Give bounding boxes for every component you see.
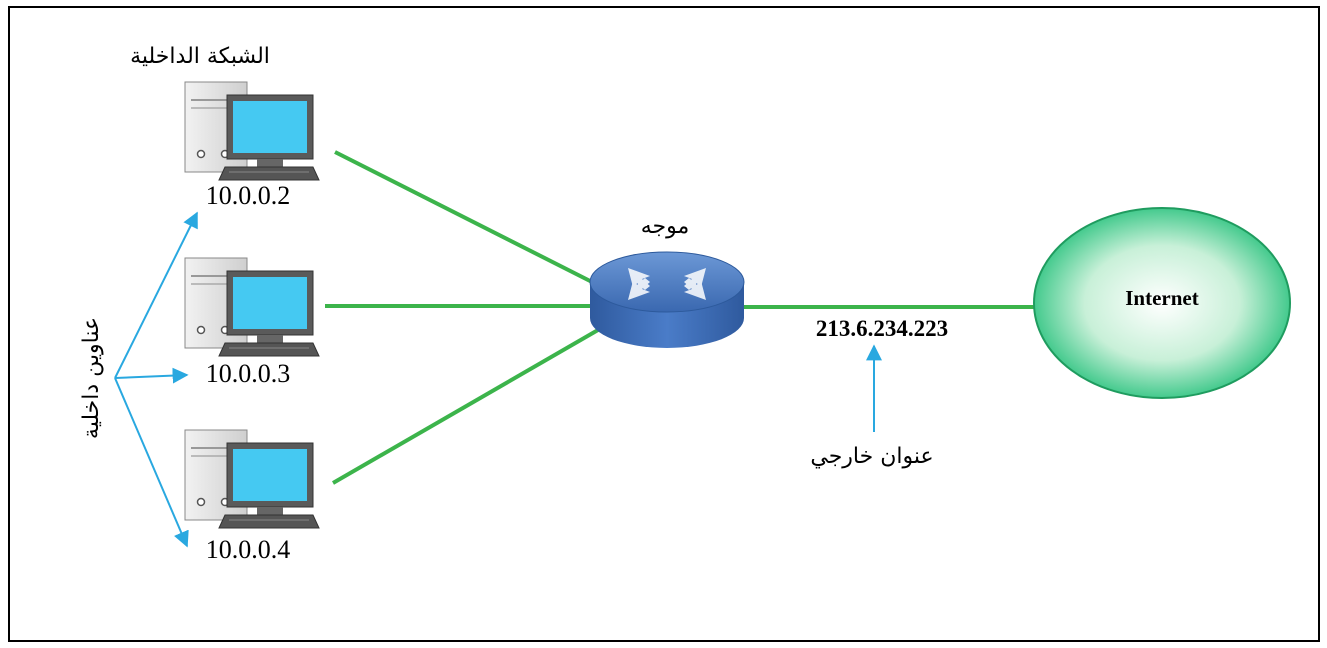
router-label: موجه <box>641 214 690 239</box>
router[interactable] <box>589 251 745 348</box>
internal-address-arrows <box>114 211 198 548</box>
link-pc1-router <box>334 150 599 287</box>
desktop-computer-icon <box>184 429 320 529</box>
desktop-computer-icon <box>184 257 320 357</box>
desktop-computer-icon <box>184 81 320 181</box>
computer-1[interactable] <box>184 81 320 181</box>
internet-cloud[interactable]: Internet <box>1033 207 1291 399</box>
external-ip-label: 213.6.234.223 <box>816 316 948 341</box>
computer-2[interactable] <box>184 257 320 357</box>
link-pc3-router <box>331 328 600 485</box>
internal-addresses-label: عناوين داخلية <box>79 317 104 439</box>
router-icon <box>589 251 745 348</box>
internet-label: Internet <box>1125 286 1198 310</box>
arrow-to-10-0-0-3 <box>114 367 189 384</box>
network-links <box>325 150 1035 485</box>
internal-network-label: الشبكة الداخلية <box>130 44 270 69</box>
ip-label-pc2: 10.0.0.3 <box>206 359 291 388</box>
arrow-to-10-0-0-2 <box>114 211 198 379</box>
computer-3[interactable] <box>184 429 320 529</box>
external-address-label: عنوان خارجي <box>810 444 933 469</box>
internet-ellipse <box>1033 207 1291 399</box>
ip-label-pc3: 10.0.0.4 <box>206 535 291 564</box>
ip-label-pc1: 10.0.0.2 <box>206 181 291 210</box>
arrow-to-10-0-0-4 <box>114 377 189 548</box>
